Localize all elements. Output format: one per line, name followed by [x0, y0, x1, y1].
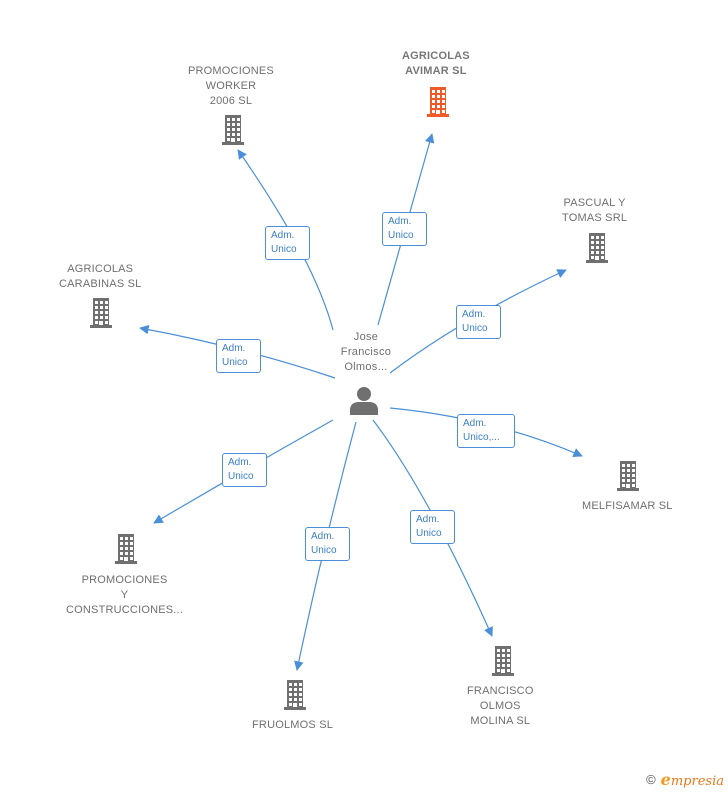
building-icon[interactable] — [492, 646, 514, 676]
building-icon[interactable] — [222, 115, 244, 145]
edge-label-agricolas-carabinas[interactable]: Adm. Unico — [216, 339, 261, 373]
company-label-promociones-worker[interactable]: PROMOCIONES WORKER 2006 SL — [188, 64, 274, 109]
copyright-symbol: © — [646, 772, 656, 787]
company-label-line: MOLINA SL — [470, 715, 531, 727]
company-label-line: CARABINAS SL — [59, 278, 142, 290]
brand-logo[interactable]: empresia — [661, 770, 724, 789]
edge-label-line: Unico — [222, 357, 248, 368]
building-icon[interactable] — [284, 680, 306, 710]
edge-label-line: Unico — [271, 244, 297, 255]
building-icon[interactable] — [617, 461, 639, 491]
edge-label-pascual-tomas[interactable]: Adm. Unico — [456, 305, 501, 339]
company-label-line: OLMOS — [479, 700, 521, 712]
edge-label-line: Adm. — [463, 418, 487, 429]
edge-label-line: Unico — [388, 230, 414, 241]
company-label-line: AGRICOLAS — [67, 263, 134, 275]
company-label-agricolas-carabinas[interactable]: AGRICOLAS CARABINAS SL — [59, 262, 141, 292]
edge-label-melfisamar[interactable]: Adm. Unico,... — [457, 414, 515, 448]
edge-label-line: Unico — [462, 323, 488, 334]
footer-brand: © empresia — [646, 770, 724, 789]
building-icon[interactable] — [115, 534, 137, 564]
edge-label-line: Adm. — [222, 343, 246, 354]
company-label-line: AGRICOLAS — [402, 50, 470, 62]
company-label-line: Y — [120, 589, 129, 601]
company-label-fruolmos[interactable]: FRUOLMOS SL — [252, 718, 333, 733]
edge-label-line: Adm. — [416, 514, 440, 525]
company-label-line: FRANCISCO — [467, 685, 534, 697]
person-icon[interactable] — [350, 387, 378, 415]
center-label-line: Jose — [353, 331, 379, 343]
building-icon[interactable] — [90, 298, 112, 328]
icons-layer — [90, 87, 639, 710]
company-label-agricolas-avimar[interactable]: AGRICOLAS AVIMAR SL — [402, 49, 470, 79]
company-label-line: PROMOCIONES — [188, 65, 274, 77]
edge-label-line: Adm. — [462, 309, 486, 320]
company-label-line: WORKER — [205, 80, 257, 92]
brand-name: mpresia — [670, 774, 724, 789]
company-label-line: PASCUAL Y — [563, 197, 626, 209]
company-label-melfisamar[interactable]: MELFISAMAR SL — [582, 499, 673, 514]
edge-label-line: Adm. — [311, 531, 335, 542]
edge-label-line: Adm. — [271, 230, 295, 241]
company-label-pascual-tomas[interactable]: PASCUAL Y TOMAS SRL — [562, 196, 627, 226]
edge-label-promociones-construcciones[interactable]: Adm. Unico — [222, 453, 267, 487]
edge-label-line: Unico — [311, 545, 337, 556]
center-label-line: Francisco — [340, 346, 392, 358]
company-label-line: AVIMAR SL — [405, 65, 467, 77]
edge-label-promociones-worker[interactable]: Adm. Unico — [265, 226, 310, 260]
company-label-line: TOMAS SRL — [562, 212, 628, 224]
building-icon[interactable] — [427, 87, 449, 117]
center-label-line: Olmos... — [344, 361, 388, 373]
edge-label-agricolas-avimar[interactable]: Adm. Unico — [382, 212, 427, 246]
edge-label-line: Unico — [416, 528, 442, 539]
company-label-line: FRUOLMOS SL — [252, 719, 334, 731]
company-label-line: PROMOCIONES — [81, 574, 168, 586]
company-label-line: CONSTRUCCIONES... — [66, 604, 184, 616]
edge-label-francisco-olmos-molina[interactable]: Adm. Unico — [410, 510, 455, 544]
edge-label-line: Unico,... — [463, 432, 500, 443]
edge-label-line: Unico — [228, 471, 254, 482]
edge-label-line: Adm. — [388, 216, 412, 227]
brand-initial: e — [660, 770, 671, 789]
company-label-line: 2006 SL — [209, 95, 253, 107]
company-label-promociones-construcciones[interactable]: PROMOCIONES Y CONSTRUCCIONES... — [66, 573, 183, 618]
company-label-francisco-olmos-molina[interactable]: FRANCISCO OLMOS MOLINA SL — [467, 684, 534, 729]
building-icon[interactable] — [586, 233, 608, 263]
company-label-line: MELFISAMAR SL — [582, 500, 673, 512]
edge-label-fruolmos[interactable]: Adm. Unico — [305, 527, 350, 561]
edge-label-line: Adm. — [228, 457, 252, 468]
center-person-label[interactable]: Jose Francisco Olmos... — [326, 330, 406, 375]
